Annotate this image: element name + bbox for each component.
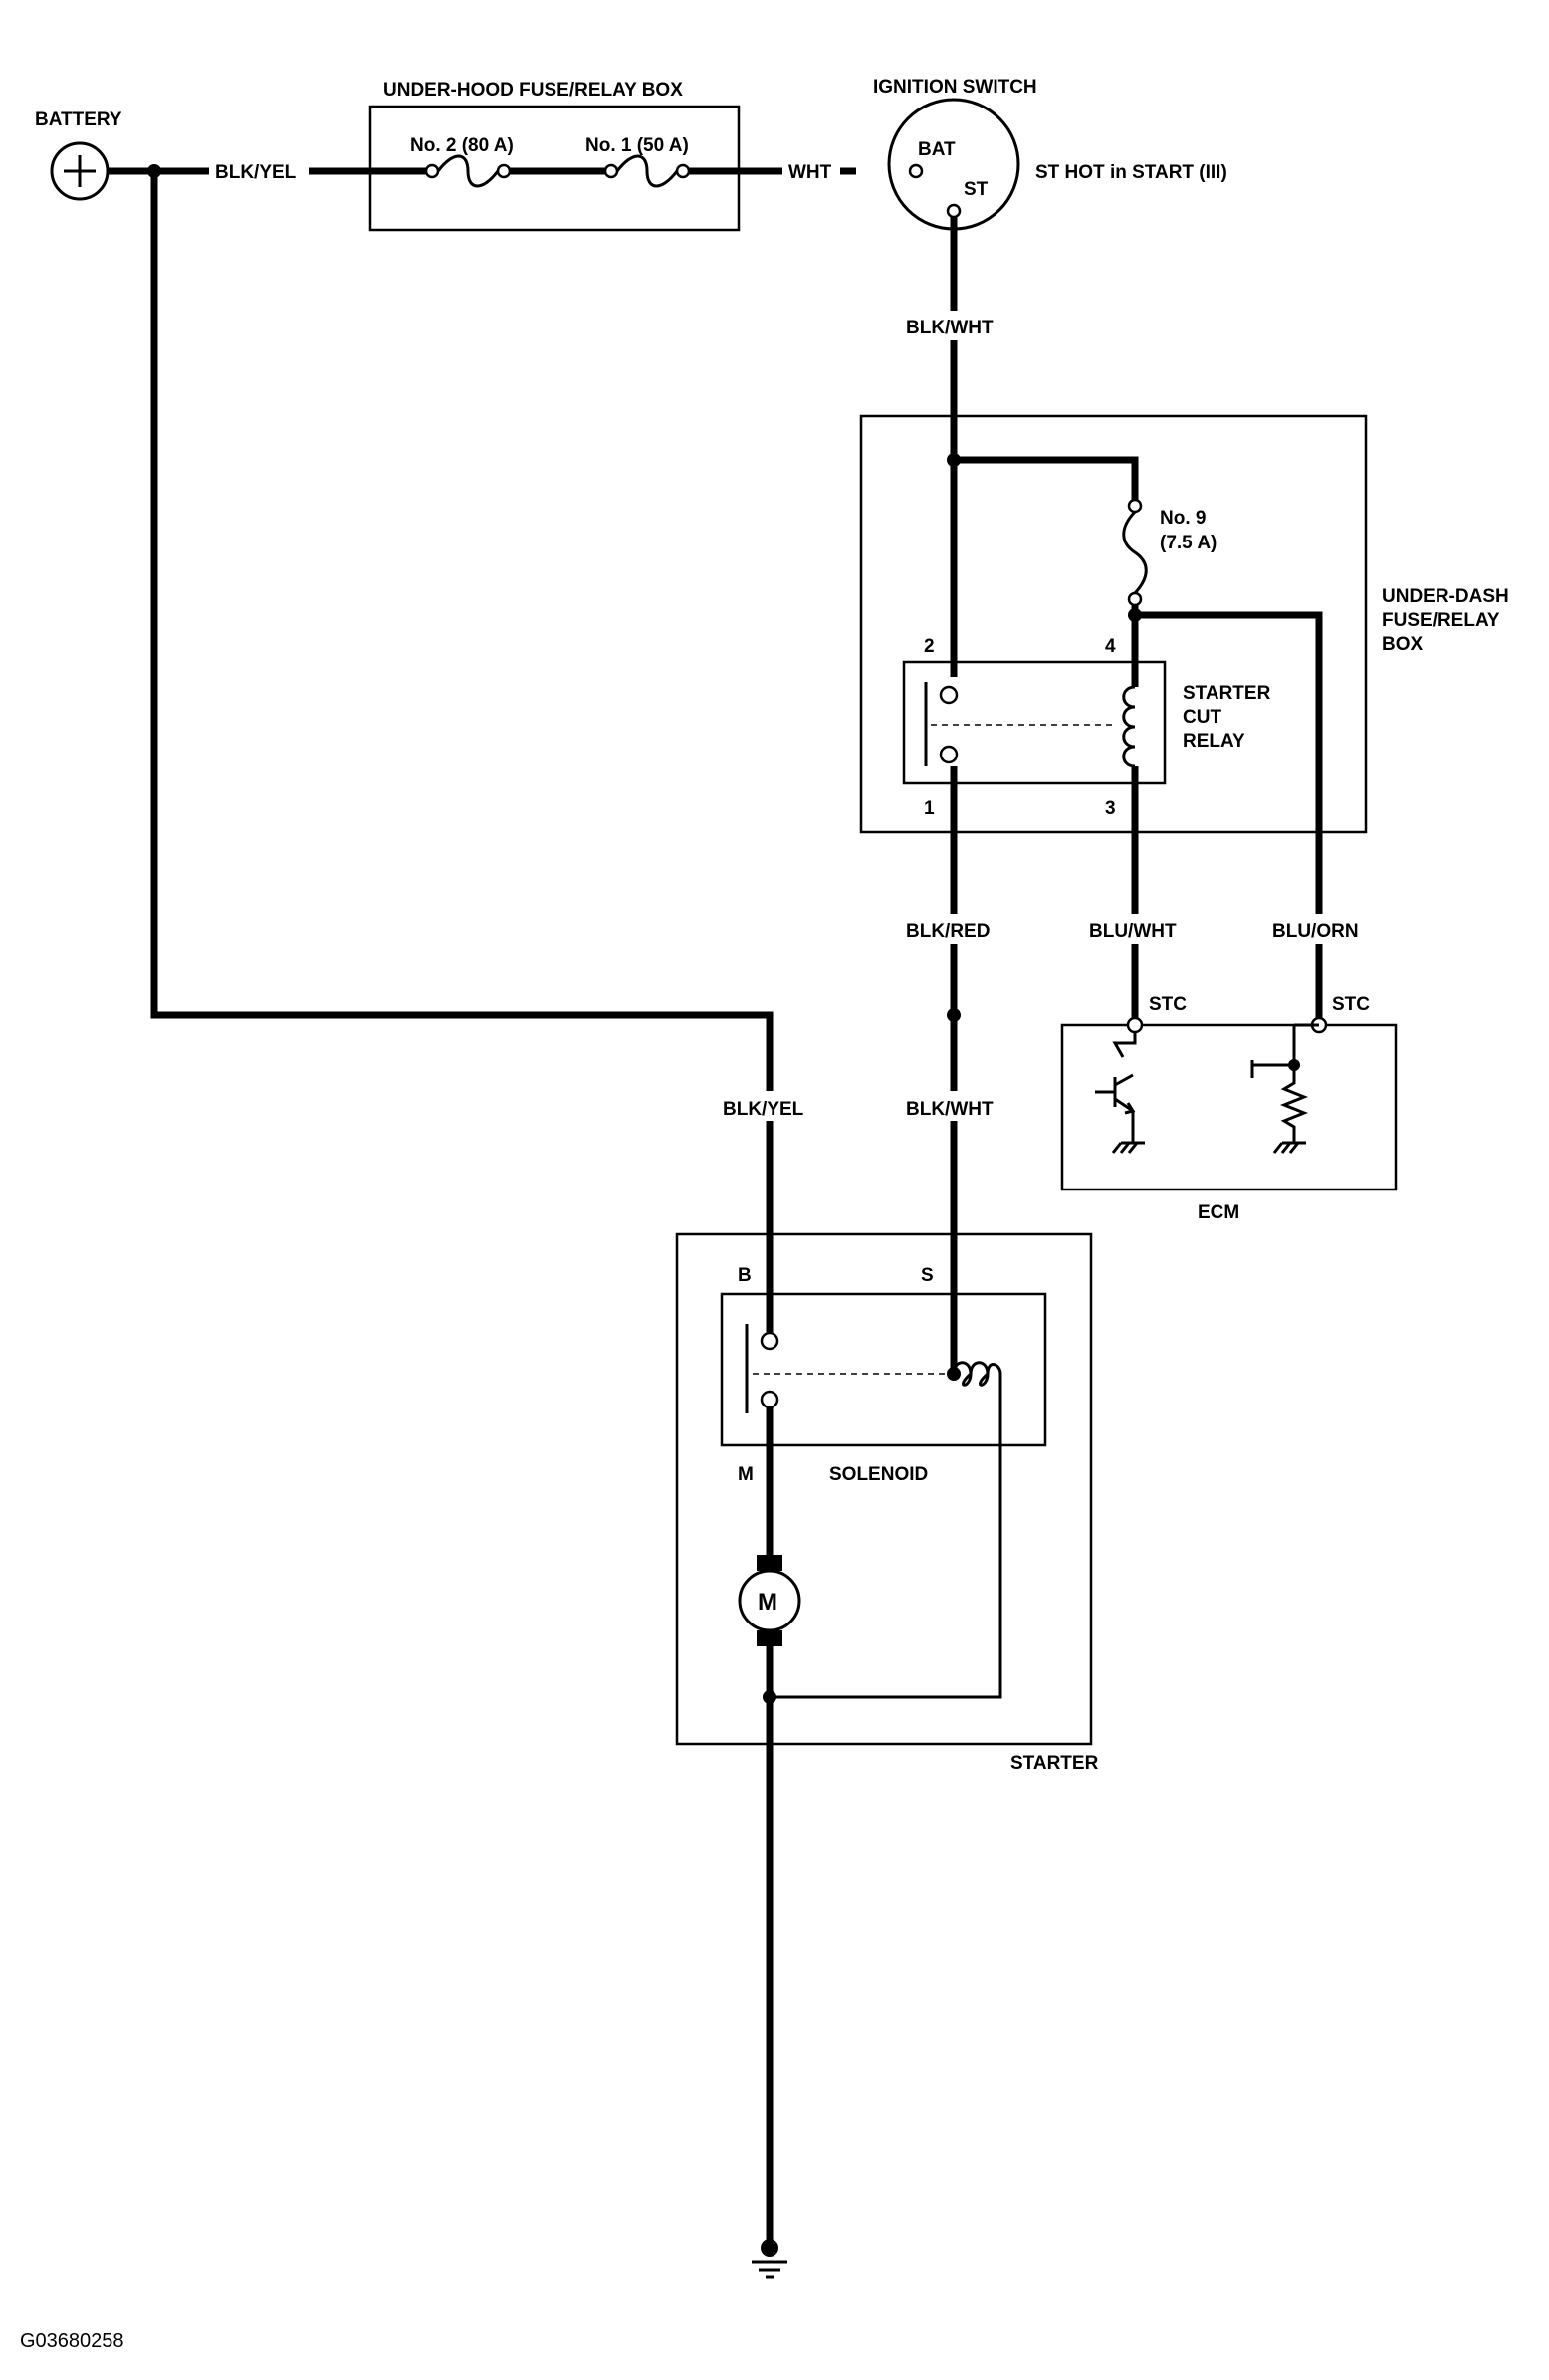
wire-battery-to-starter-b — [150, 171, 774, 1332]
starter-box — [675, 1232, 1093, 1746]
wire-solenoid-coil-return — [770, 1374, 1002, 1699]
wire-label-blu-wht: BLU/WHT — [1089, 921, 1177, 942]
relay-label-3: RELAY — [1183, 731, 1245, 752]
battery — [50, 141, 110, 201]
junction-dot — [763, 1690, 776, 1704]
starter-motor-label: M — [758, 1589, 777, 1616]
relay-switch-contacts — [924, 682, 1115, 766]
ground-icon — [752, 2239, 787, 2279]
fuse-no2-icon — [424, 154, 512, 188]
wire-blu-orn — [1135, 611, 1323, 1020]
ecm-stc-left-label: STC — [1149, 994, 1187, 1015]
wire-label-blk-wht-top: BLK/WHT — [906, 318, 994, 338]
ecm-stc-terminal-left — [1126, 1016, 1144, 1034]
ignition-st-terminal — [946, 203, 962, 219]
ignition-note: ST HOT in START (III) — [1035, 162, 1227, 183]
solenoid-coil-icon — [952, 1361, 1002, 1387]
relay-pin-1: 1 — [924, 798, 935, 819]
starter-b-label: B — [738, 1265, 752, 1286]
ignition-bat-terminal — [908, 163, 924, 179]
ecm-label: ECM — [1198, 1202, 1239, 1223]
ignition-st-label: ST — [964, 179, 989, 200]
underdash-box-title-1: UNDER-DASH — [1382, 586, 1509, 607]
solenoid-label: SOLENOID — [829, 1464, 928, 1485]
wire-label-blk-red: BLK/RED — [906, 921, 990, 942]
figure-id: G03680258 — [20, 2330, 124, 2352]
connector-dot — [947, 1008, 961, 1022]
fuse-no1-label: No. 1 (50 A) — [585, 135, 689, 156]
wire-label-blk-yel-top: BLK/YEL — [215, 162, 297, 183]
starter-s-label: S — [921, 1265, 934, 1286]
solenoid-contacts — [745, 1324, 946, 1413]
fuse-no9-icon — [1122, 498, 1148, 607]
fuse-no1-icon — [603, 154, 691, 188]
wire-to-fuse-no9 — [954, 456, 1139, 500]
relay-pin-2: 2 — [924, 636, 935, 657]
underhood-box-title: UNDER-HOOD FUSE/RELAY BOX — [383, 80, 683, 101]
fuse-no9-label-1: No. 9 — [1160, 508, 1206, 529]
wire-label-blk-yel-lower: BLK/YEL — [723, 1099, 804, 1120]
ecm-pullup-resistor-icon — [1250, 1023, 1319, 1154]
ignition-switch-title: IGNITION SWITCH — [873, 77, 1037, 98]
wire-label-blu-orn: BLU/ORN — [1272, 921, 1359, 942]
relay-pin-4: 4 — [1105, 636, 1116, 657]
wire-label-blk-wht-lower: BLK/WHT — [906, 1099, 994, 1120]
wire-label-wht: WHT — [788, 162, 832, 183]
solenoid — [720, 1292, 1047, 1447]
underdash-fuse-relay-box — [859, 414, 1368, 834]
battery-label: BATTERY — [35, 109, 122, 130]
underdash-box-title-3: BOX — [1382, 634, 1424, 655]
starter-cut-relay — [902, 660, 1167, 785]
ecm-stc-right-label: STC — [1332, 994, 1370, 1015]
fuse-no9-label-2: (7.5 A) — [1160, 533, 1217, 553]
ecm-transistor-icon — [1095, 1032, 1145, 1154]
relay-label-1: STARTER — [1183, 683, 1271, 704]
ecm-box — [1060, 1023, 1398, 1191]
starter-label: STARTER — [1010, 1753, 1099, 1774]
relay-label-2: CUT — [1183, 707, 1221, 728]
ignition-bat-label: BAT — [918, 139, 956, 160]
starter-m-label: M — [738, 1464, 754, 1485]
fuse-no2-label: No. 2 (80 A) — [410, 135, 514, 156]
relay-coil-icon — [1122, 685, 1136, 768]
underdash-box-title-2: FUSE/RELAY — [1382, 610, 1500, 631]
relay-pin-3: 3 — [1105, 798, 1116, 819]
